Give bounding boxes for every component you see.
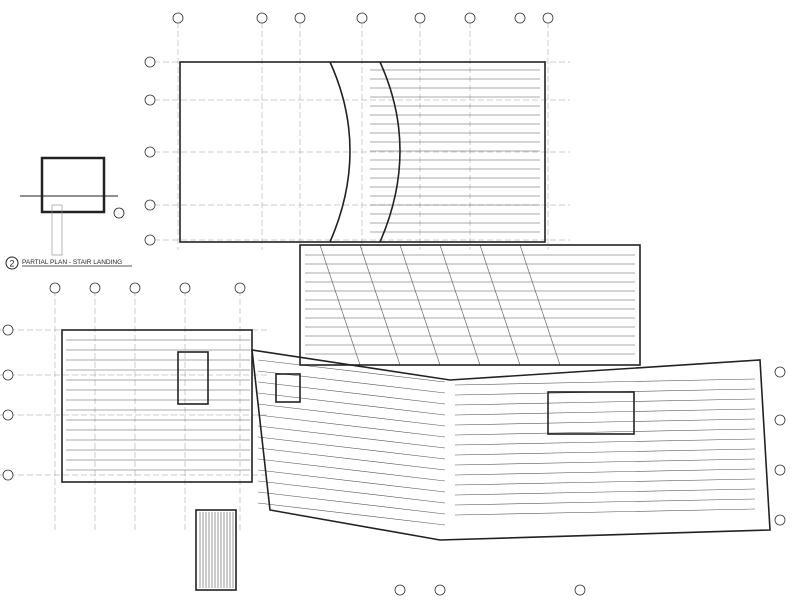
joist: [257, 480, 446, 504]
wall-outlines: [61, 61, 771, 591]
grid-bubble: [774, 414, 786, 426]
diagonal-brace: [359, 244, 401, 366]
grid-bubble: [574, 584, 586, 596]
grid-bubble: [2, 469, 14, 481]
detail-number: 2: [9, 259, 14, 269]
lower-wall: [251, 349, 771, 541]
grid-bubble: [49, 282, 61, 294]
section-marker: [113, 207, 125, 219]
landing-outline: [40, 156, 106, 214]
grid-bubble: [514, 12, 526, 24]
joist: [454, 508, 756, 516]
grid-bubble: [129, 282, 141, 294]
grid-bubble: [414, 12, 426, 24]
joist: [257, 447, 446, 471]
grid-bubble: [144, 234, 156, 246]
grid-bubble: [144, 199, 156, 211]
stair-opening: [177, 351, 209, 405]
stair-opening: [275, 373, 301, 403]
grid-bubble: [2, 324, 14, 336]
joist: [257, 359, 446, 383]
diagonal-brace: [519, 244, 561, 366]
joist: [454, 418, 756, 426]
joist-lines: [66, 69, 756, 588]
grid-bubble: [356, 12, 368, 24]
grid-bubble: [464, 12, 476, 24]
joist: [454, 448, 756, 456]
joist: [257, 381, 446, 405]
joist: [257, 469, 446, 493]
grid-bubble: [144, 56, 156, 68]
diagonal-brace: [479, 244, 521, 366]
left-wing-wall: [61, 329, 253, 483]
joist: [257, 436, 446, 460]
curved-wall: [379, 61, 401, 243]
joist: [454, 378, 756, 386]
diagonal-brace: [439, 244, 481, 366]
grid-bubble: [179, 282, 191, 294]
upper-wall: [179, 61, 546, 243]
grid-bubble: [144, 146, 156, 158]
joist: [257, 491, 446, 515]
stair-opening: [547, 391, 635, 435]
middle-wall: [299, 244, 641, 366]
grid-bubble: [394, 584, 406, 596]
grid-bubble: [2, 409, 14, 421]
grid-bubble: [172, 12, 184, 24]
joist: [454, 478, 756, 486]
curved-wall: [329, 61, 351, 243]
joist: [257, 392, 446, 416]
stair-detail: [195, 509, 237, 591]
grid-bubble: [434, 584, 446, 596]
grid-bubble: [144, 94, 156, 106]
joist: [257, 458, 446, 482]
joist: [257, 403, 446, 427]
diagonal-brace: [319, 244, 361, 366]
detail-title: PARTIAL PLAN - STAIR LANDING: [22, 259, 122, 266]
grid-bubble: [774, 464, 786, 476]
grid-lines: [0, 22, 570, 530]
joist: [454, 468, 756, 476]
detail-number-bubble: [5, 256, 19, 270]
joist: [454, 408, 756, 416]
stair-landing-detail: 2 PARTIAL PLAN - STAIR LANDING: [5, 156, 132, 270]
joist: [454, 438, 756, 446]
stair-run: [51, 204, 63, 256]
joist: [257, 414, 446, 438]
grid-bubble: [542, 12, 554, 24]
grid-bubble: [774, 514, 786, 526]
grid-bubble: [89, 282, 101, 294]
grid-bubble: [294, 12, 306, 24]
joist: [454, 488, 756, 496]
grid-bubble: [2, 369, 14, 381]
joist: [257, 425, 446, 449]
joist: [257, 502, 446, 526]
joist: [454, 498, 756, 506]
joist: [454, 458, 756, 466]
diagonal-brace: [399, 244, 441, 366]
joist: [454, 428, 756, 436]
grid-bubble: [256, 12, 268, 24]
joist: [454, 398, 756, 406]
grid-bubble: [234, 282, 246, 294]
grid-bubbles: [2, 12, 786, 596]
grid-bubble: [774, 366, 786, 378]
